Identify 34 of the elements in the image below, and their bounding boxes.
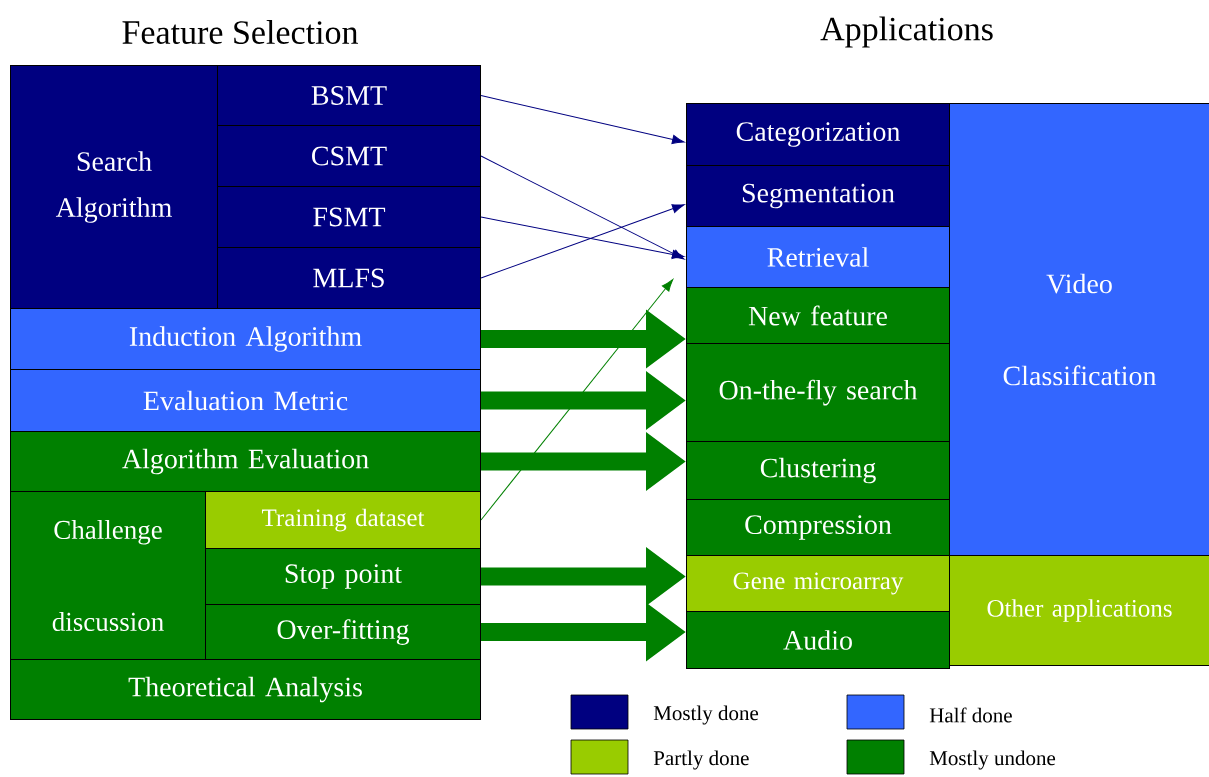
- topic-box: Training dataset: [205, 491, 481, 549]
- topic-box: BSMT: [217, 65, 481, 126]
- arrow: [480, 204, 685, 279]
- topic-box: Compression: [686, 499, 950, 556]
- heading: Feature Selection: [122, 20, 358, 44]
- topic-box: Algorithm Evaluation: [10, 431, 481, 492]
- arrow: [480, 279, 674, 521]
- topic-box: Categorization: [686, 103, 950, 166]
- topic-box: Retrieval: [686, 226, 950, 288]
- topic-box: MLFS: [217, 247, 481, 309]
- topic-box: CSMT: [217, 125, 481, 187]
- legend-text: Mostly undone: [929, 750, 1056, 770]
- topic-box: Other applications: [949, 555, 1209, 666]
- topic-box: FSMT: [217, 186, 481, 248]
- topic-box: Evaluation Metric: [10, 369, 481, 432]
- topic-box: Segmentation: [686, 165, 950, 227]
- topic-box: Stop point: [205, 548, 481, 605]
- arrow: [480, 216, 685, 259]
- arrow: [480, 95, 685, 145]
- topic-box: On-the-fly search: [686, 343, 950, 442]
- legend-text: Partly done: [653, 750, 749, 770]
- topic-box: Search Algorithm: [10, 65, 218, 309]
- topic-box: Gene microarray: [686, 555, 950, 612]
- topic-box: New feature: [686, 287, 950, 344]
- topic-box: Theoretical Analysis: [10, 659, 481, 720]
- topic-box: Induction Algorithm: [10, 308, 481, 370]
- legend-text: Half done: [929, 707, 1012, 723]
- heading: Applications: [820, 16, 993, 48]
- topic-box: Over-fitting: [205, 604, 481, 660]
- topic-box: Challenge discussion: [10, 491, 206, 660]
- topic-box: Video Classification: [949, 103, 1209, 556]
- legend-text: Mostly done: [653, 705, 759, 725]
- topic-box: Clustering: [686, 441, 950, 500]
- topic-box: Audio: [686, 611, 950, 669]
